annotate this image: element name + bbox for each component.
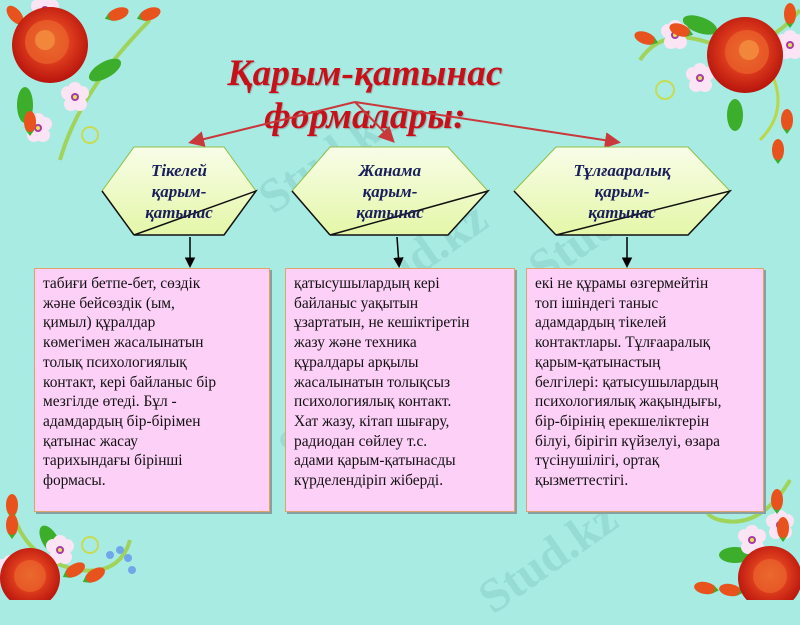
- corner-decorations: [0, 0, 800, 600]
- description-box-direct: табиғи бетпе-бет, сөздік және бейсөздік …: [34, 268, 270, 512]
- text-line: радиодан сөйлеу т.с.: [294, 432, 428, 450]
- text-line: жазу және техника: [294, 334, 417, 352]
- label-line: қатынас: [145, 202, 213, 222]
- label-line: қатынас: [356, 202, 424, 222]
- text-line: формасы.: [43, 472, 106, 490]
- text-line: жасалынатын толықсыз: [294, 373, 451, 391]
- text-line: қызметтестігі.: [535, 472, 629, 490]
- text-line: қимыл) құралдар: [43, 314, 156, 332]
- rose-icon: [0, 494, 136, 600]
- text-line: белгілері: қатысушылардың: [535, 373, 719, 391]
- label-line: қарым-: [362, 181, 418, 201]
- text-line: табиғи бетпе-бет, сөздік: [43, 275, 201, 292]
- text-line: бір-бірінің ерекшеліктерін: [535, 412, 710, 430]
- hexagon-node-interpersonal: Тұлғааралық қарым- қатынас: [512, 145, 732, 237]
- text-line: ұзартатын, не кешіктіретін: [294, 314, 470, 332]
- arrow-icon: [393, 236, 404, 268]
- text-line: мезгілде өтеді. Бұл -: [43, 393, 177, 411]
- text-line: қарым-қатынастың: [535, 353, 661, 371]
- text-line: қатынас жасау: [43, 432, 138, 450]
- text-line: контакт, кері байланыс бір: [43, 373, 217, 391]
- label-line: Тұлғааралық: [573, 160, 671, 180]
- arrow-icon: [354, 101, 621, 149]
- text-line: психологиялық контакт.: [294, 393, 452, 411]
- label-line: Тікелей: [150, 160, 208, 180]
- text-line: адамдардың тікелей: [535, 314, 667, 332]
- arrow-icon: [188, 101, 356, 147]
- text-line: адамдардың бір-бірімен: [43, 412, 201, 430]
- text-line: қатысушылардың кері: [294, 275, 440, 292]
- text-line: күрделендіріп жіберді.: [294, 472, 444, 490]
- description-box-indirect: қатысушылардың кері байланыс уақытын ұза…: [285, 268, 515, 512]
- hexagon-node-indirect: Жанама қарым- қатынас: [290, 145, 490, 237]
- text-line: түсінушілігі, ортақ: [535, 452, 660, 470]
- text-line: психологиялық жақындығы,: [535, 393, 722, 411]
- connector-arrows: [184, 101, 633, 268]
- text-line: толық психологиялық: [43, 353, 187, 371]
- rose-icon: [2, 0, 163, 161]
- hexagon-label: Жанама қарым- қатынас: [290, 145, 490, 237]
- hexagon-node-direct: Тікелей қарым- қатынас: [100, 145, 258, 237]
- text-line: және бейсөздік (ым,: [43, 294, 175, 312]
- text-line: тарихындағы бірінші: [43, 452, 183, 470]
- text-line: құралдары арқылы: [294, 353, 419, 371]
- text-line: білуі, бірігіп күйзелуі, өзара: [535, 432, 721, 450]
- description-box-interpersonal: екі не құрамы өзгермейтін топ ішіндегі т…: [526, 268, 764, 512]
- text-line: Хат жазу, кітап шығару,: [294, 412, 450, 430]
- hexagon-label: Тұлғааралық қарым- қатынас: [512, 145, 732, 237]
- text-line: екі не құрамы өзгермейтін: [535, 275, 709, 292]
- hexagon-label: Тікелей қарым- қатынас: [100, 145, 258, 237]
- text-line: байланыс уақытын: [294, 294, 419, 312]
- text-line: адами қарым-қатынасды: [294, 452, 456, 470]
- label-line: қарым-: [594, 181, 650, 201]
- text-line: көмегімен жасалынатын: [43, 334, 204, 352]
- label-line: қарым-: [151, 181, 207, 201]
- label-line: қатынас: [588, 202, 656, 222]
- rose-icon: [632, 3, 800, 164]
- label-line: Жанама: [358, 160, 422, 180]
- arrow-icon: [354, 101, 395, 143]
- text-line: контактлары. Тұлғааралық: [535, 334, 711, 352]
- text-line: топ ішіндегі таныс: [535, 294, 659, 312]
